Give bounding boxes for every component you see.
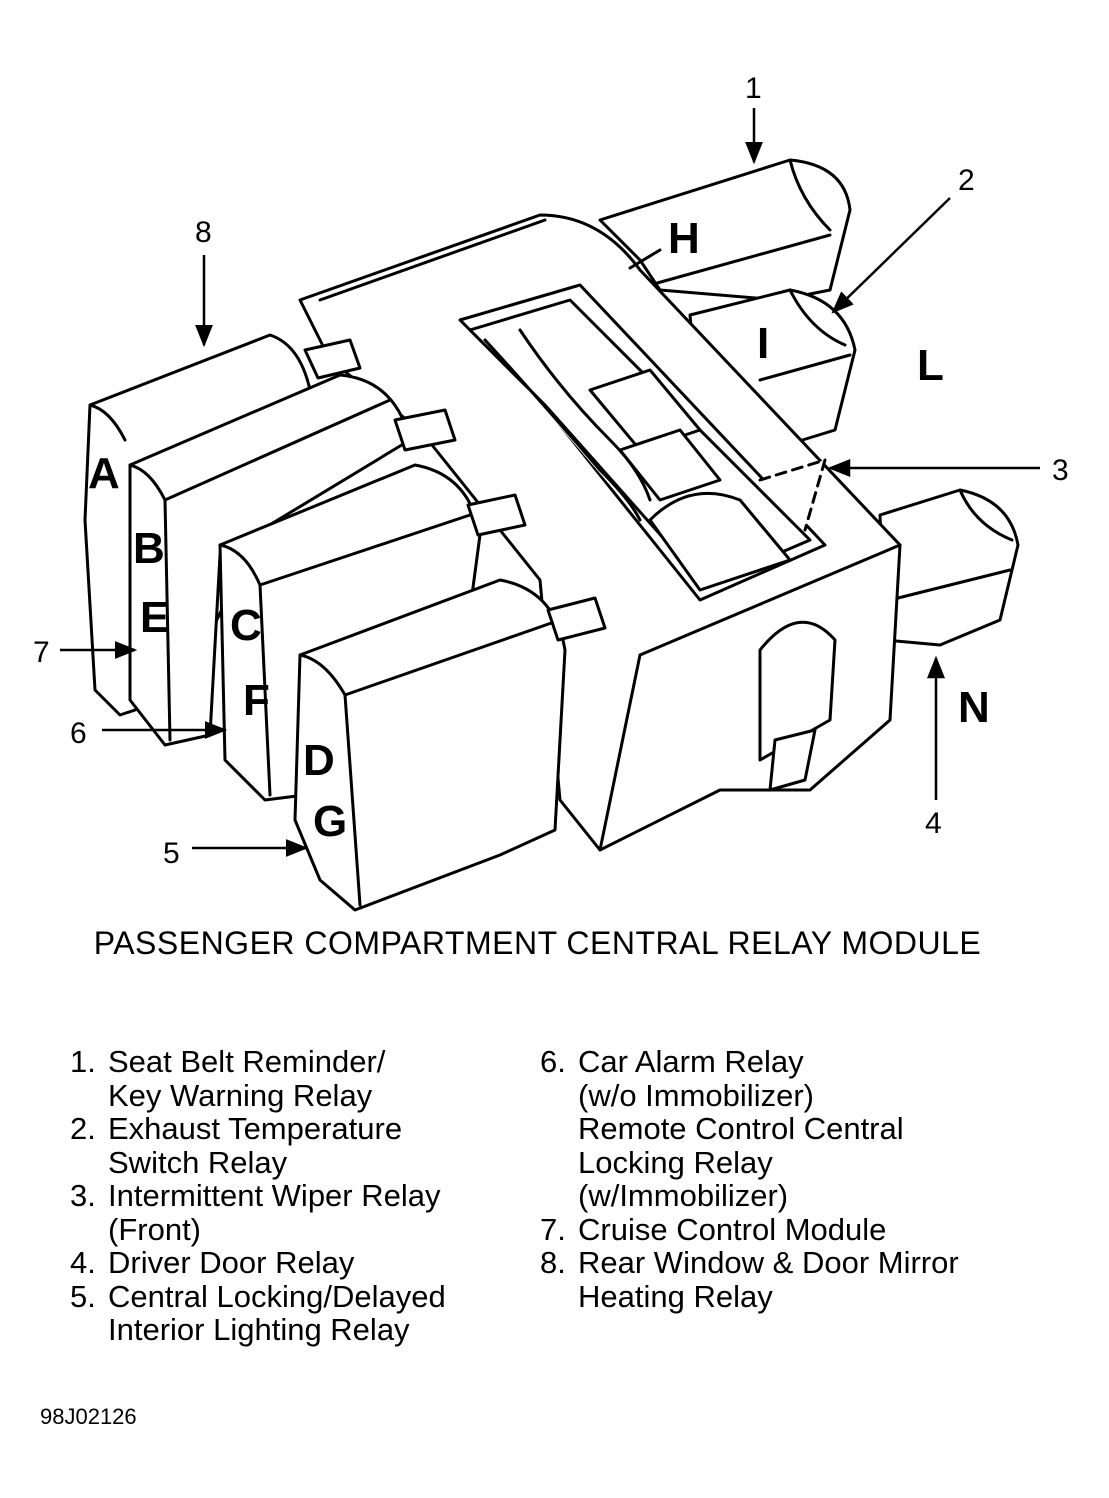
legend-num: 5. [70, 1278, 96, 1314]
callout-3: 3 [1052, 454, 1069, 487]
relay-letter-n: N [958, 683, 990, 732]
legend-num: 8. [540, 1245, 566, 1280]
relay-letter-l: L [917, 341, 944, 390]
legend-line: Switch Relay [108, 1144, 288, 1180]
module-housing [298, 213, 902, 852]
legend-line: (Front) [108, 1211, 201, 1247]
legend-item: 8. Rear Window & Door Mirror Heating Rel… [540, 1246, 1040, 1313]
callout-6: 6 [70, 717, 87, 750]
legend-item: 6. Car Alarm Relay (w/o Immobilizer) Rem… [540, 1045, 1040, 1213]
legend-item: 2. Exhaust Temperature Switch Relay [70, 1112, 510, 1179]
callout-1: 1 [745, 72, 762, 105]
legend-item: 5. Central Locking/Delayed Interior Ligh… [70, 1278, 510, 1347]
legend-item: 4. Driver Door Relay [70, 1246, 510, 1280]
relay-letter-d: D [303, 736, 335, 785]
legend-right: 6. Car Alarm Relay (w/o Immobilizer) Rem… [540, 1045, 1040, 1313]
clip [303, 338, 607, 642]
callout-7: 7 [33, 636, 50, 669]
relay-letter-f: F [243, 676, 270, 725]
callout-5: 5 [163, 837, 180, 870]
relay-letter-e: E [140, 593, 169, 642]
legend-line: Cruise Control Module [578, 1211, 887, 1247]
legend-item: 7. Cruise Control Module [540, 1211, 1040, 1247]
legend-item: 1. Seat Belt Reminder/ Key Warning Relay [70, 1045, 510, 1112]
callout-8: 8 [195, 216, 212, 249]
legend-num: 6. [540, 1044, 566, 1079]
diagram-title: PASSENGER COMPARTMENT CENTRAL RELAY MODU… [93, 925, 982, 961]
legend-item: 3. Intermittent Wiper Relay (Front) [70, 1179, 510, 1246]
relay-n [878, 488, 1020, 647]
legend-line: Rear Window & Door Mirror [578, 1245, 959, 1280]
legend-left: 1. Seat Belt Reminder/ Key Warning Relay… [70, 1045, 510, 1347]
relay-letter-a: A [88, 449, 120, 498]
legend-num: 7. [540, 1211, 566, 1247]
relay-letter-g: G [313, 797, 347, 846]
legend-line: Intermittent Wiper Relay [108, 1178, 441, 1213]
relay-b [128, 373, 412, 747]
legend-num: 4. [70, 1245, 96, 1280]
legend-line: (w/o Immobilizer) [578, 1077, 814, 1113]
relay-module-diagram: A B E C F D G H I L N 1 2 3 4 5 6 7 8 [33, 72, 1069, 912]
legend-line: Exhaust Temperature [108, 1111, 403, 1146]
relay-letter-c: C [230, 601, 262, 650]
relay-d [293, 578, 567, 912]
callout-2: 2 [958, 164, 975, 197]
legend-line: (w/Immobilizer) [578, 1178, 789, 1213]
legend-line: Heating Relay [578, 1278, 773, 1314]
relay-letter-i: I [757, 319, 769, 368]
legend-line: Seat Belt Reminder/ [108, 1044, 386, 1079]
legend-line: Key Warning Relay [108, 1077, 373, 1113]
legend-num: 2. [70, 1111, 96, 1146]
legend-num: 3. [70, 1178, 96, 1213]
legend-line: Driver Door Relay [108, 1245, 355, 1280]
legend-line: Interior Lighting Relay [108, 1312, 410, 1347]
relay-letter-b: B [133, 524, 165, 573]
callout-4: 4 [925, 807, 942, 840]
legend-num: 1. [70, 1044, 96, 1079]
legend-line: Car Alarm Relay [578, 1044, 804, 1079]
callout-arrow-2 [831, 197, 951, 314]
legend-line: Remote Control Central [578, 1111, 904, 1146]
relay-letter-h: H [668, 214, 700, 263]
legend-line: Locking Relay [578, 1144, 773, 1180]
figure-code: 98J02126 [40, 1404, 137, 1429]
legend-line: Central Locking/Delayed [108, 1278, 446, 1314]
